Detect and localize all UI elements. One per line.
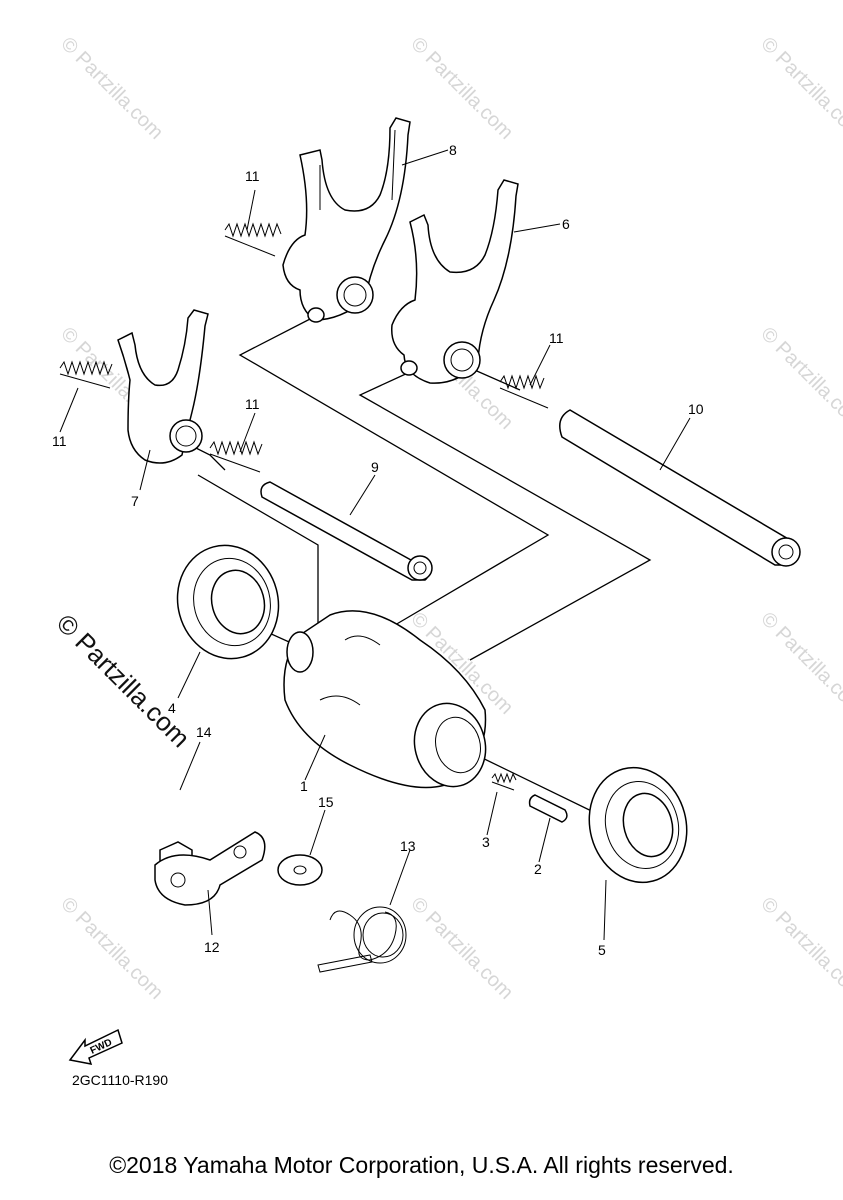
- watermark: © Partzilla.com: [756, 608, 843, 719]
- watermark: © Partzilla.com: [56, 893, 167, 1004]
- shift-fork-7: [117, 309, 209, 464]
- spring-11: [209, 440, 263, 473]
- watermark: © Partzilla.com: [756, 893, 843, 1004]
- bearing-5: [588, 766, 688, 884]
- watermark: © Partzilla.com: [406, 33, 517, 144]
- lever-12: [154, 831, 266, 906]
- pin-2: [528, 794, 568, 823]
- part-label: 5: [598, 942, 606, 958]
- part-label: 7: [131, 493, 139, 509]
- fwd-label: FWD: [89, 1037, 114, 1057]
- copyright-footer: ©2018 Yamaha Motor Corporation, U.S.A. A…: [109, 1152, 734, 1178]
- part-label: 15: [318, 794, 334, 810]
- shift-fork-6: [391, 179, 519, 384]
- part-label: 8: [449, 142, 457, 158]
- shift-drum-1: [283, 610, 487, 789]
- spring-3: [491, 772, 517, 791]
- part-number-labels: 8 11 6 11 11 10 11 9 7 4 14 1 15 3 13 2 …: [52, 142, 704, 958]
- shift-fork-shaft-10: [559, 409, 801, 567]
- part-label: 12: [204, 939, 220, 955]
- part-label: 3: [482, 834, 490, 850]
- part-label: 13: [400, 838, 416, 854]
- leader-lines: [59, 149, 691, 941]
- watermark: © Partzilla.com: [756, 33, 843, 144]
- fwd-arrow-icon: FWD: [68, 1028, 123, 1065]
- part-label: 1: [300, 778, 308, 794]
- part-label: 6: [562, 216, 570, 232]
- spring-11: [59, 360, 113, 389]
- bearing-4: [176, 544, 280, 660]
- watermark: © Partzilla.com: [756, 323, 843, 434]
- parts-diagram: © Partzilla.com © Partzilla.com © Partzi…: [51, 33, 843, 1088]
- watermark: © Partzilla.com: [406, 893, 517, 1004]
- part-label: 10: [688, 401, 704, 417]
- watermark-large: © Partzilla.com: [51, 608, 196, 753]
- part-label: 11: [52, 433, 67, 449]
- shift-fork-8: [282, 117, 411, 323]
- part-label: 9: [371, 459, 379, 475]
- watermark: © Partzilla.com: [56, 33, 167, 144]
- spring-11: [224, 222, 282, 257]
- part-label: 11: [245, 396, 260, 412]
- part-label: 11: [245, 168, 260, 184]
- torsion-spring-13: [317, 906, 407, 973]
- diagram-code: 2GC1110-R190: [72, 1072, 168, 1088]
- part-label: 11: [549, 330, 564, 346]
- part-label: 4: [168, 700, 176, 716]
- part-label: 14: [196, 724, 212, 740]
- spring-11: [499, 374, 549, 409]
- shift-fork-shaft-9: [260, 481, 433, 581]
- washer-15: [277, 854, 323, 886]
- part-label: 2: [534, 861, 542, 877]
